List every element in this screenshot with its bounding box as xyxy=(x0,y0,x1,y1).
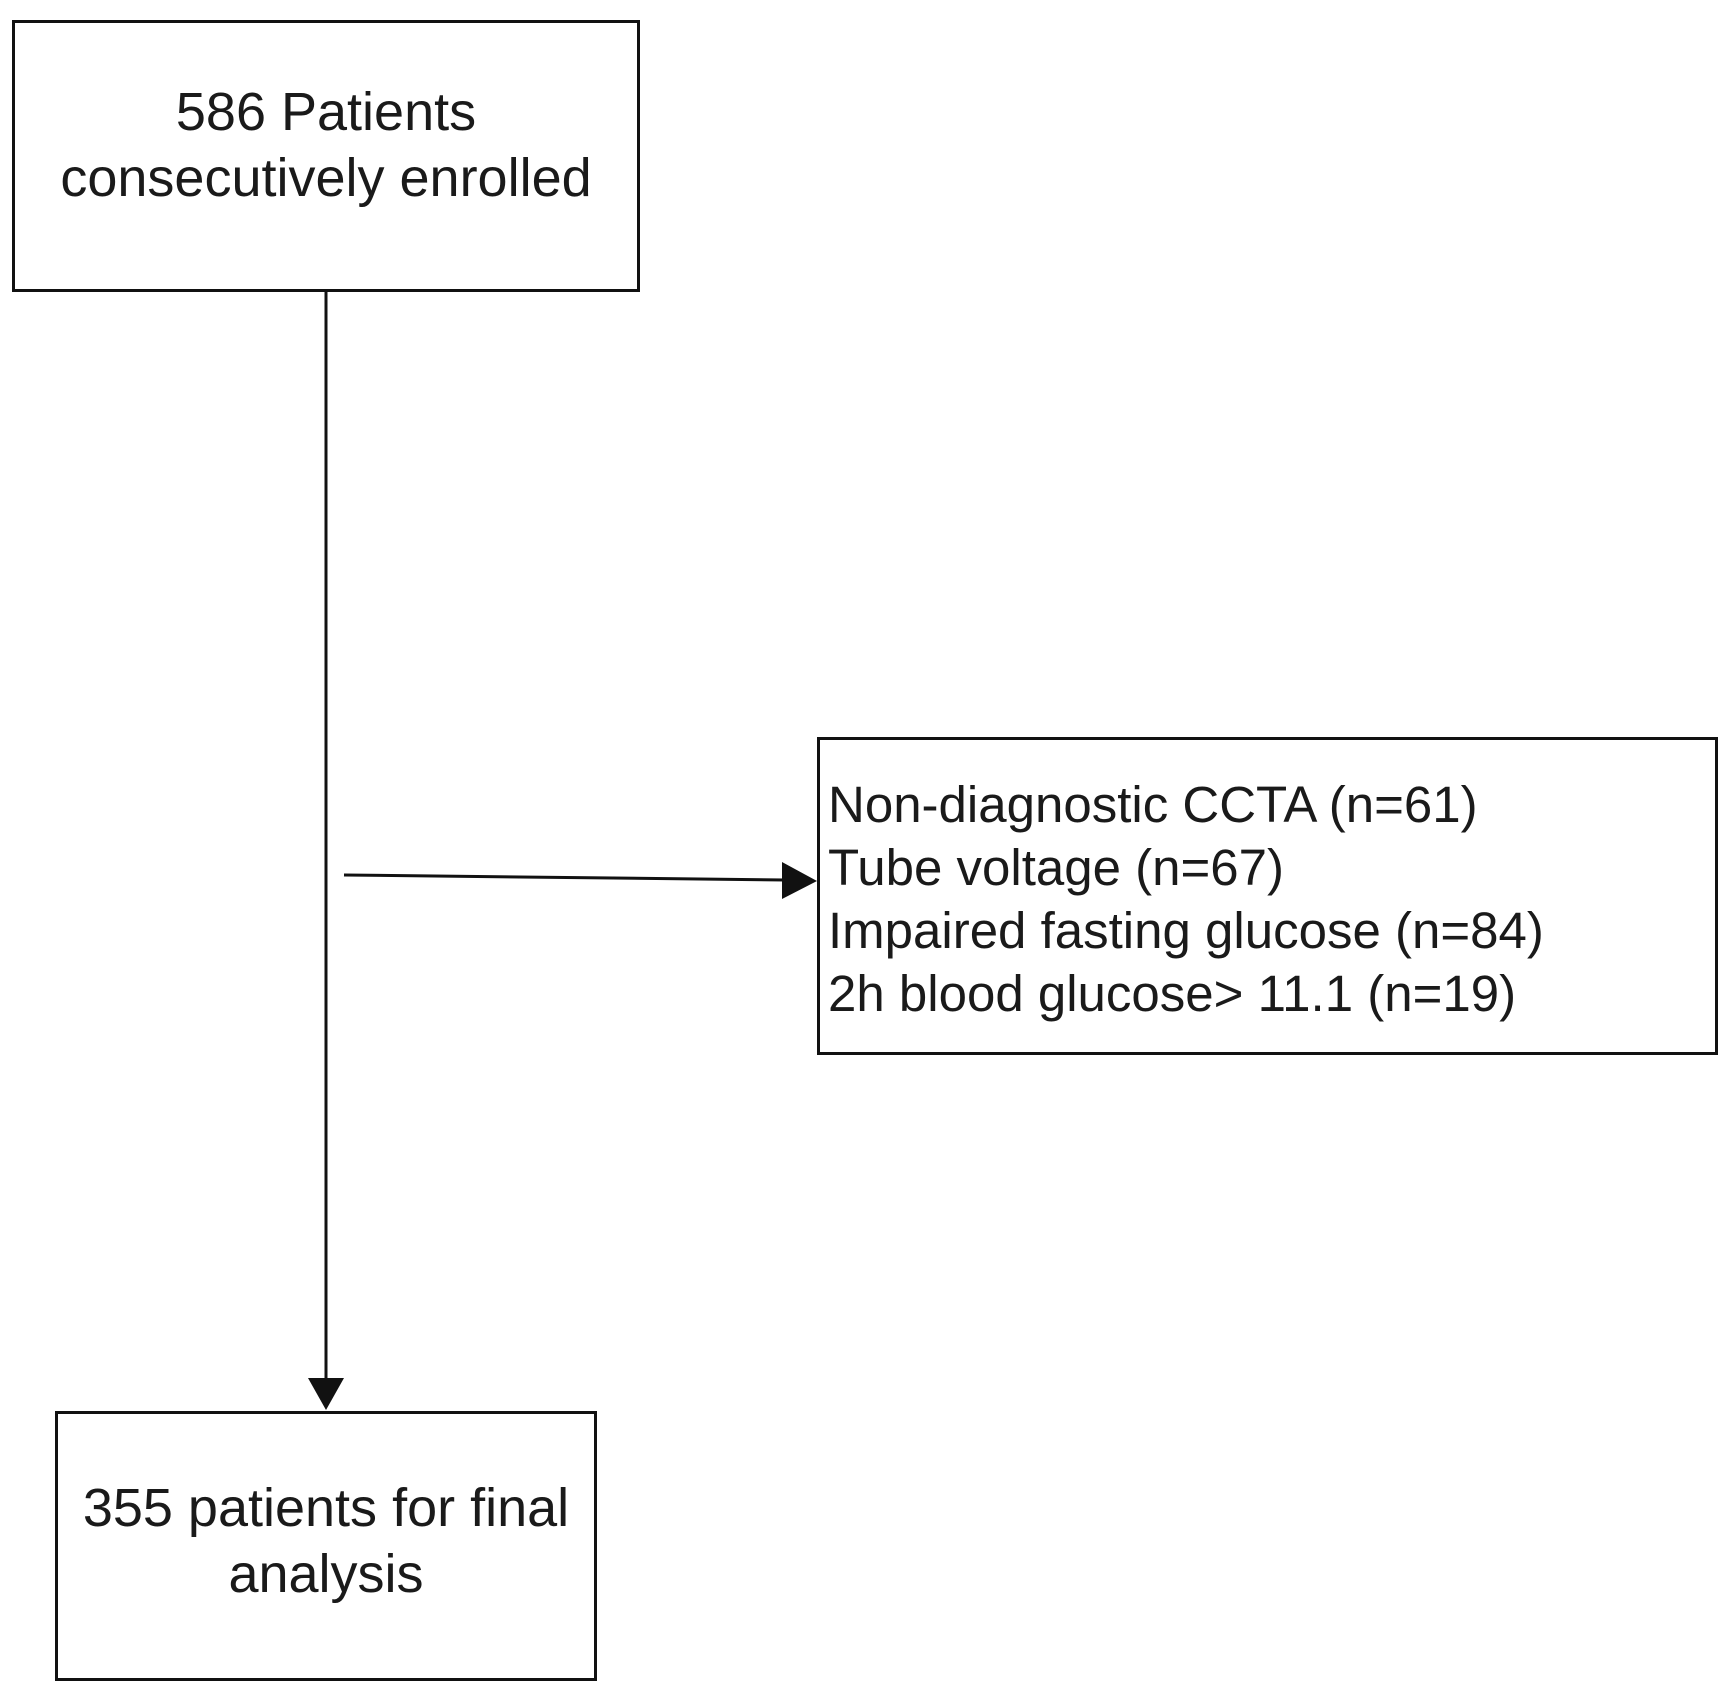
exclusion-item: Non-diagnostic CCTA (n=61) xyxy=(828,776,1478,833)
exclusion-item: Tube voltage (n=67) xyxy=(828,839,1284,896)
exclusion-item: Impaired fasting glucose (n=84) xyxy=(828,902,1544,959)
final-analysis-line-1: 355 patients for final xyxy=(82,1478,570,1538)
enrollment-box: 586 Patients consecutively enrolled xyxy=(12,20,640,292)
exclusion-flow-arrowhead xyxy=(782,862,817,899)
main-flow-arrowhead xyxy=(308,1378,344,1410)
exclusion-box: Non-diagnostic CCTA (n=61) Tube voltage … xyxy=(817,737,1718,1055)
enrollment-line-1: 586 Patients xyxy=(175,82,477,142)
exclusion-item: 2h blood glucose> 11.1 (n=19) xyxy=(828,965,1517,1022)
exclusion-flow-line xyxy=(343,873,786,882)
final-analysis-box: 355 patients for final analysis xyxy=(55,1411,597,1681)
final-analysis-line-2: analysis xyxy=(228,1544,424,1604)
enrollment-line-2: consecutively enrolled xyxy=(60,148,592,208)
